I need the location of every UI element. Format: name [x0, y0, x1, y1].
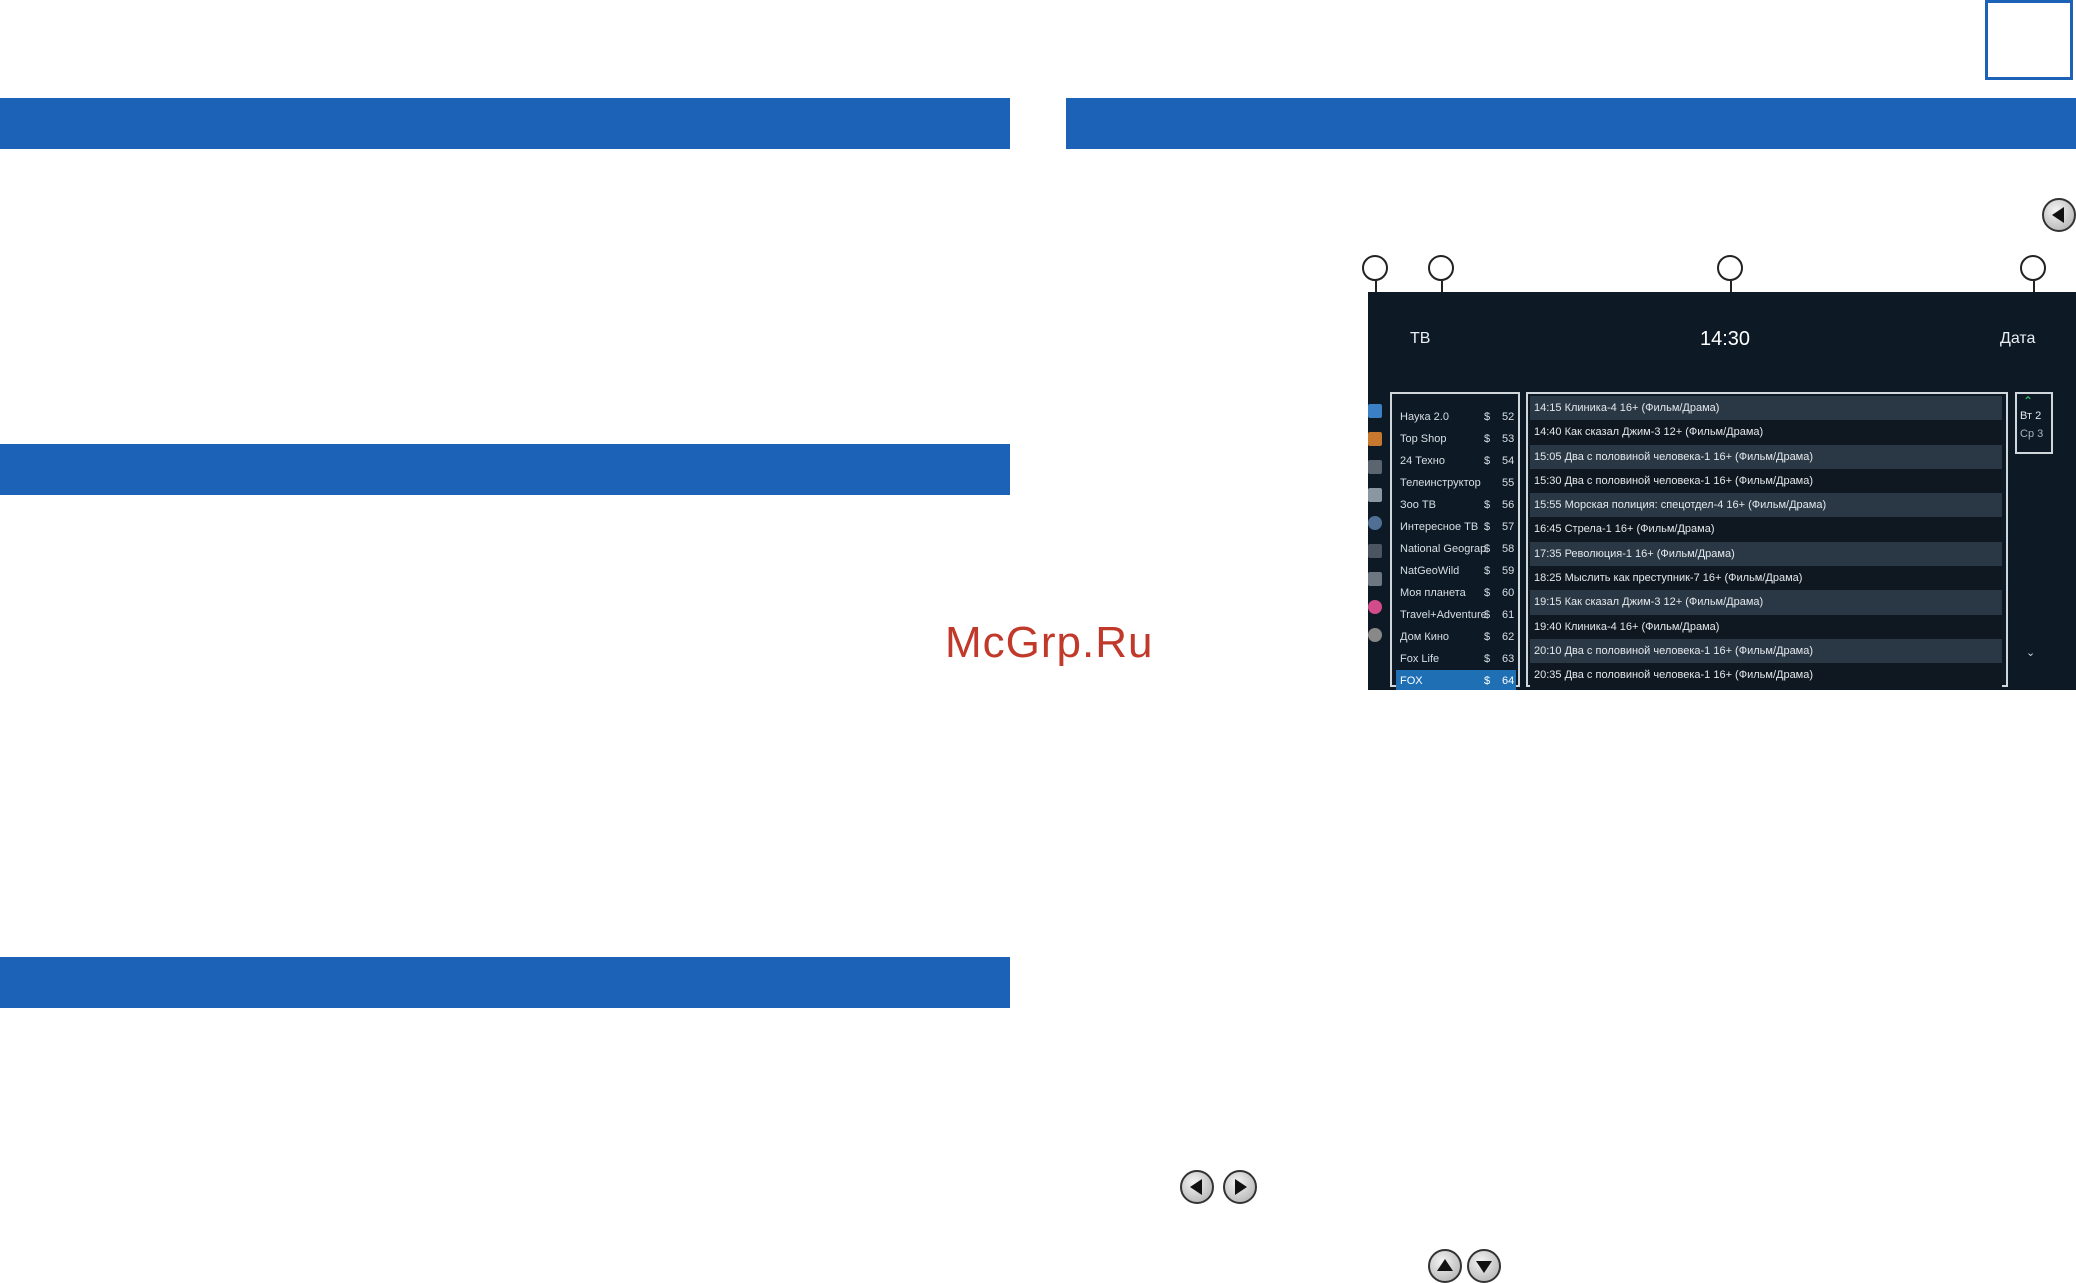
channel-name: FOX: [1400, 675, 1423, 687]
program-row[interactable]: 17:35 Революция-1 16+ (Фильм/Драма): [1530, 541, 2002, 567]
paid-channel-icon: $: [1484, 631, 1491, 643]
down-arrow-button-icon: [1467, 1249, 1501, 1283]
channel-logo-icon: [1368, 432, 1382, 446]
callout-1: [1362, 255, 1388, 281]
channel-row[interactable]: Travel+Adventure$61: [1396, 604, 1516, 626]
channel-logo-icon: [1368, 544, 1382, 558]
channel-name: Fox Life: [1400, 653, 1440, 665]
channel-number: 62: [1502, 631, 1515, 643]
paid-channel-icon: $: [1484, 653, 1491, 665]
channel-row[interactable]: FOX $64: [1396, 670, 1516, 690]
date-item-1[interactable]: Вт 2: [2020, 410, 2042, 422]
channel-number: 58: [1502, 543, 1515, 555]
paid-channel-icon: $: [1484, 455, 1491, 467]
channel-row[interactable]: Телеинструктор 55: [1396, 472, 1516, 494]
paid-channel-icon: $: [1484, 609, 1491, 621]
paid-channel-icon: $: [1484, 433, 1491, 445]
date-selector-frame: [2015, 392, 2053, 454]
paid-channel-icon: $: [1484, 675, 1491, 687]
paid-channel-icon: $: [1484, 411, 1491, 423]
channel-logo-icon: [1368, 628, 1382, 642]
channel-logo-strip: [1368, 404, 1384, 654]
channel-logo-icon: [1368, 572, 1382, 586]
program-row[interactable]: 15:05 Два с половиной человека-1 16+ (Фи…: [1530, 444, 2002, 469]
callout-4: [2020, 255, 2046, 281]
program-row[interactable]: 20:10 Два с половиной человека-1 16+ (Фи…: [1530, 638, 2002, 664]
channel-number: 63: [1502, 653, 1515, 665]
channel-number: 64: [1502, 675, 1515, 687]
program-row[interactable]: 19:15 Как сказал Джим-3 12+ (Фильм/Драма…: [1530, 590, 2002, 615]
channel-logo-icon: [1368, 516, 1382, 530]
program-row[interactable]: 14:40 Как сказал Джим-3 12+ (Фильм/Драма…: [1530, 420, 2002, 445]
channel-row[interactable]: Дом Кино $62: [1396, 626, 1516, 648]
callout-2: [1428, 255, 1454, 281]
channel-number: 55: [1502, 477, 1515, 489]
paid-channel-icon: $: [1484, 499, 1491, 511]
section-bar-2: [0, 444, 1010, 495]
program-row[interactable]: 14:15 Клиника-4 16+ (Фильм/Драма): [1530, 396, 2002, 421]
channel-logo-icon: [1368, 488, 1382, 502]
channel-name: Интересное ТВ: [1400, 521, 1479, 533]
channel-name: Top Shop: [1400, 433, 1447, 445]
channel-number: 56: [1502, 499, 1515, 511]
channel-name: NatGeoWild: [1400, 565, 1460, 577]
chevron-up-icon: ⌃: [2023, 394, 2034, 408]
channel-row[interactable]: Top Shop $53: [1396, 428, 1516, 450]
paid-channel-icon: $: [1484, 543, 1491, 555]
program-row[interactable]: 16:45 Стрела-1 16+ (Фильм/Драма): [1530, 517, 2002, 542]
channel-number: 53: [1502, 433, 1515, 445]
channel-name: Дом Кино: [1400, 631, 1450, 643]
channel-row[interactable]: National Geographic$58: [1396, 538, 1516, 560]
channel-logo-icon: [1368, 404, 1382, 418]
program-row[interactable]: 18:25 Мыслить как преступник-7 16+ (Филь…: [1530, 566, 2002, 591]
program-list: 14:15 Клиника-4 16+ (Фильм/Драма)14:40 К…: [1530, 396, 2002, 688]
paid-channel-icon: $: [1484, 587, 1491, 599]
chevron-down-icon: ⌄: [2026, 647, 2036, 659]
left-arrow-button-icon: [2042, 198, 2076, 232]
channel-name: National Geographic: [1400, 543, 1486, 555]
section-bar-right: [1066, 98, 2076, 149]
date-item-2[interactable]: Ср 3: [2020, 428, 2044, 440]
channel-number: 59: [1502, 565, 1515, 577]
program-row[interactable]: 20:35 Два с половиной человека-1 16+ (Фи…: [1530, 663, 2002, 688]
program-row[interactable]: 15:55 Морская полиция: спецотдел-4 16+ (…: [1530, 493, 2002, 518]
right-arrow-button-icon: [1223, 1170, 1257, 1204]
channel-number: 61: [1502, 609, 1515, 621]
channel-number: 54: [1502, 455, 1515, 467]
section-bar-3: [0, 957, 1010, 1008]
channel-row[interactable]: Fox Life $63: [1396, 648, 1516, 670]
channel-row[interactable]: Интересное ТВ $57: [1396, 516, 1516, 538]
page-number-box: [1985, 0, 2073, 80]
watermark-text: McGrp.Ru: [945, 618, 1154, 667]
up-arrow-button-icon: [1428, 1249, 1462, 1283]
callout-3: [1717, 255, 1743, 281]
channel-row[interactable]: Моя планета $60: [1396, 582, 1516, 604]
program-row[interactable]: 15:30 Два с половиной человека-1 16+ (Фи…: [1530, 468, 2002, 494]
paid-channel-icon: $: [1484, 521, 1491, 533]
channel-number: 57: [1502, 521, 1515, 533]
channel-number: 52: [1502, 411, 1515, 423]
paid-channel-icon: $: [1484, 565, 1491, 577]
channel-row[interactable]: NatGeoWild $59: [1396, 560, 1516, 582]
channel-name: Моя планета: [1400, 587, 1466, 599]
clock-display: 14:30: [1700, 328, 1751, 350]
left-arrow-button-icon: [1180, 1170, 1214, 1204]
channel-name: Телеинструктор: [1400, 477, 1481, 489]
channel-row[interactable]: Наука 2.0 $52: [1396, 406, 1516, 428]
channel-number: 60: [1502, 587, 1515, 599]
program-row[interactable]: 19:40 Клиника-4 16+ (Фильм/Драма): [1530, 614, 2002, 639]
channel-logo-icon: [1368, 600, 1382, 614]
channel-name: Зоо ТВ: [1400, 499, 1436, 511]
channel-name: Наука 2.0: [1400, 411, 1449, 423]
tv-label: ТВ: [1410, 330, 1431, 347]
channel-name: Travel+Adventure: [1400, 609, 1486, 621]
channel-row[interactable]: 24 Техно $54: [1396, 450, 1516, 472]
date-label: Дата: [2000, 330, 2036, 347]
channel-name: 24 Техно: [1400, 455, 1445, 467]
channel-row[interactable]: Зоо ТВ $56: [1396, 494, 1516, 516]
channel-logo-icon: [1368, 460, 1382, 474]
section-bar-1: [0, 98, 1010, 149]
